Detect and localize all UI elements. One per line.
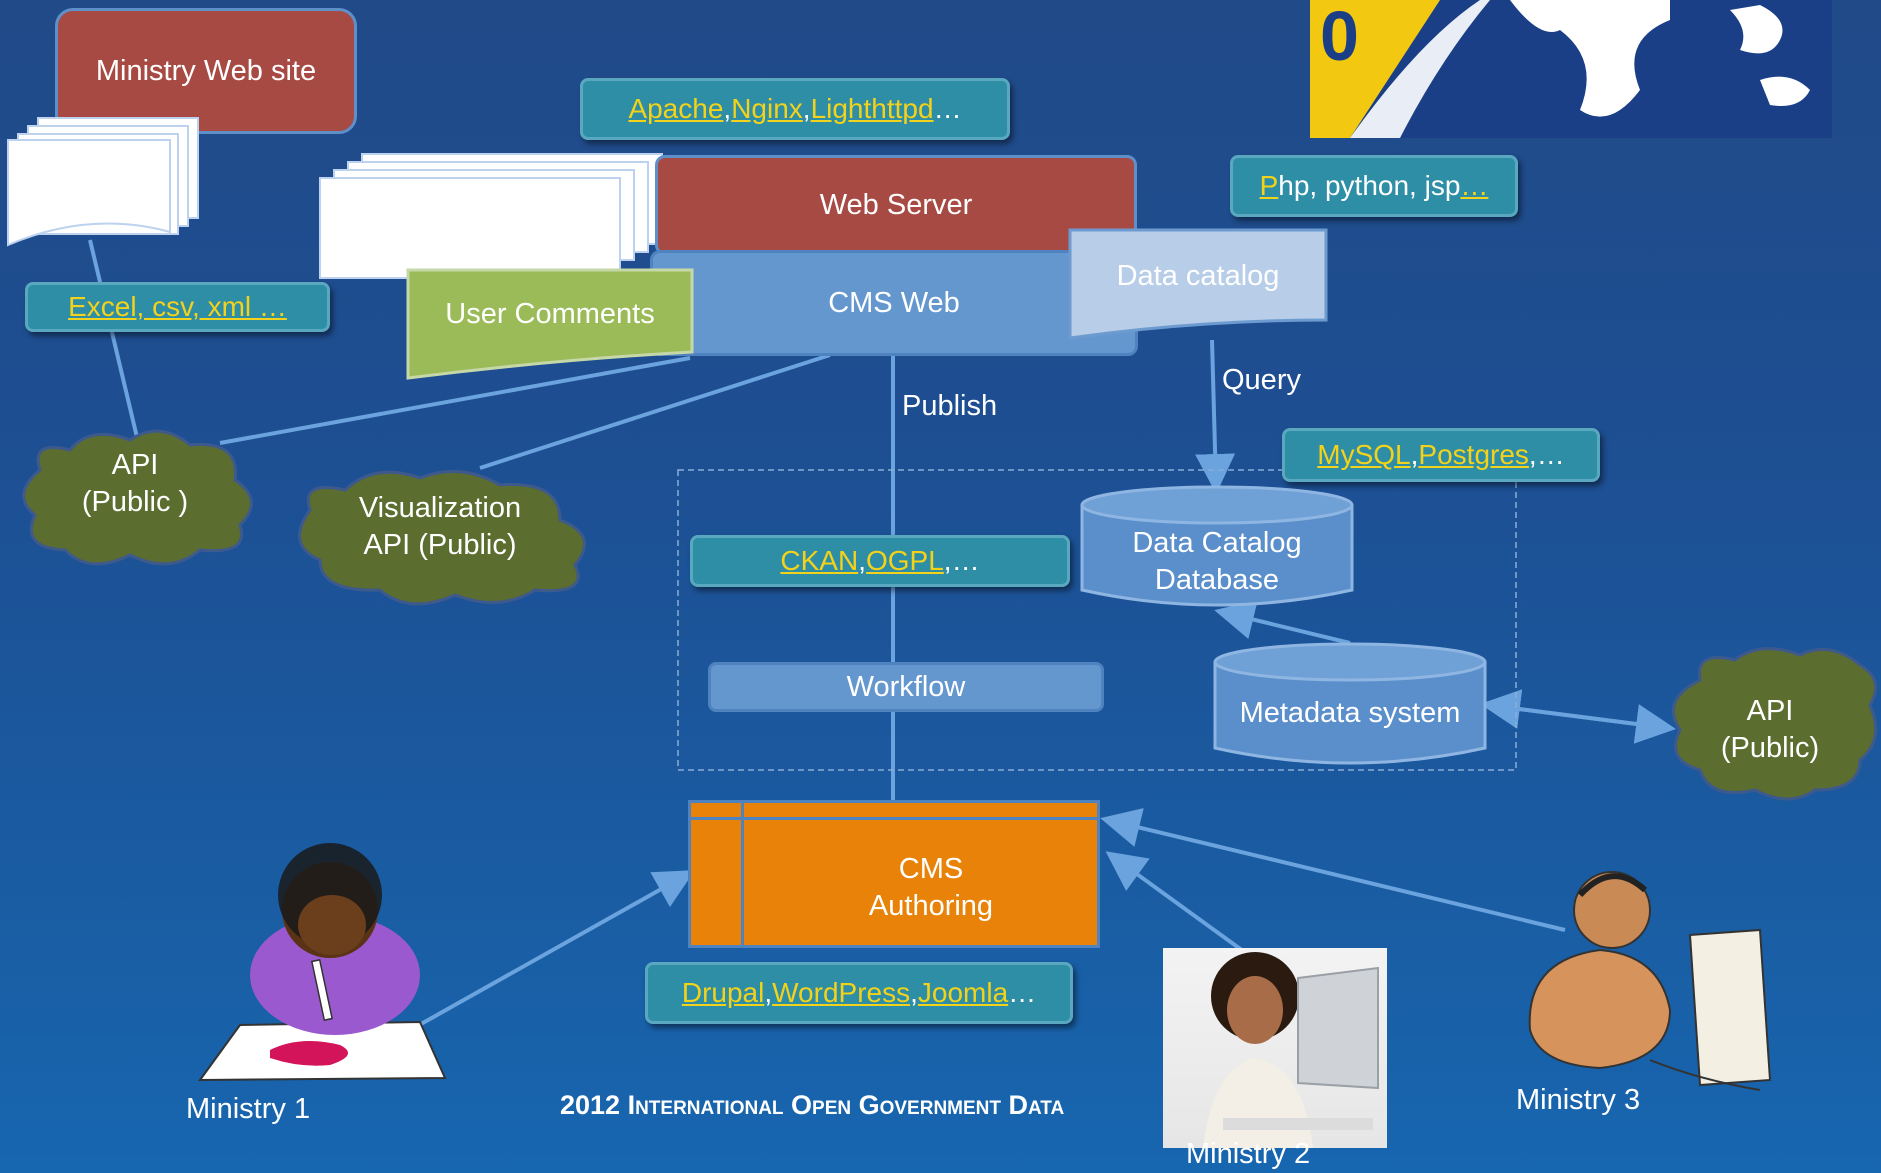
metadata-system-label: Metadata system <box>1239 697 1461 729</box>
ellipsis: … <box>933 93 962 124</box>
formats-callout: Excel, csv, xml … <box>25 282 330 332</box>
wordpress-link[interactable]: WordPress <box>772 977 911 1008</box>
sep: , <box>1410 439 1419 470</box>
formats-text[interactable]: Excel, csv, xml … <box>68 291 287 322</box>
world-map-image: 0 <box>1310 0 1832 138</box>
cms-web-label: CMS Web <box>828 286 960 319</box>
sep: , <box>858 545 866 576</box>
web-server-label: Web Server <box>819 188 973 221</box>
ellipsis: ,… <box>1528 439 1565 470</box>
postgres-link[interactable]: Postgres <box>1418 439 1529 470</box>
apache-link[interactable]: Apache <box>628 93 724 124</box>
arrow-ministry3 <box>1100 808 1566 932</box>
ministry-web-site-label: Ministry Web site <box>95 54 317 87</box>
ministry-1-label: Ministry 1 <box>186 1093 311 1125</box>
ministry-2-photo <box>1163 948 1387 1148</box>
ministry-3-label: Ministry 3 <box>1516 1084 1641 1116</box>
ellipsis: … <box>1008 977 1037 1008</box>
line-files-to-api <box>88 239 142 451</box>
arrow-ministry1 <box>404 870 695 1035</box>
joomla-link[interactable]: Joomla <box>917 977 1009 1008</box>
publish-label: Publish <box>902 390 998 422</box>
line-viz-to-cmsweb <box>479 353 831 470</box>
lighthttpd-link[interactable]: Lighthttpd <box>810 93 934 124</box>
ministry-2-label: Ministry 2 <box>1186 1138 1311 1170</box>
nginx-link[interactable]: Nginx <box>731 93 803 124</box>
query-label: Query <box>1222 364 1301 396</box>
web-server-box: Web Server <box>655 155 1137 255</box>
user-comments-label: User Comments <box>445 298 655 330</box>
ogpl-link[interactable]: OGPL <box>865 545 944 576</box>
mysql-link[interactable]: MySQL <box>1317 439 1411 470</box>
sep: , <box>802 93 811 124</box>
ministry-web-site-box: Ministry Web site <box>55 8 357 134</box>
php-link[interactable]: P <box>1259 170 1279 201</box>
visualization-api-label: Visualization API (Public) <box>358 492 522 562</box>
svg-text:0: 0 <box>1320 0 1359 75</box>
cloud-api-right <box>1671 647 1878 801</box>
ckan-link[interactable]: CKAN <box>780 545 859 576</box>
arrow-ministry2 <box>1105 851 1252 958</box>
drupal-link[interactable]: Drupal <box>681 977 765 1008</box>
workflow-label: Workflow <box>846 670 966 703</box>
line-api-to-usercomments <box>219 356 691 445</box>
databases-callout: MySQL, Postgres,… <box>1282 428 1600 482</box>
api-public-left-label: API (Public ) <box>81 449 189 519</box>
platform-boundary <box>677 469 1517 771</box>
arrow-api-to-metadata <box>1480 689 1669 730</box>
cms-authoring-box: CMS Authoring <box>688 800 1100 948</box>
catalogs-callout: CKAN, OGPL,… <box>690 535 1070 587</box>
footer-text: 2012 International Open Government Data <box>560 1090 1065 1120</box>
languages-more-link[interactable]: … <box>1460 170 1489 201</box>
api-public-right-label: API (Public) <box>1720 695 1820 765</box>
cloud-api-left <box>22 429 253 566</box>
web-servers-callout: Apache, Nginx, Lighthttpd … <box>580 78 1010 140</box>
ellipsis: ,… <box>943 545 980 576</box>
workflow-box: Workflow <box>708 662 1104 712</box>
languages-text: hp, python, jsp <box>1278 170 1461 201</box>
cms-platforms-callout: Drupal, WordPress, Joomla… <box>645 962 1073 1024</box>
cloud-visualization <box>298 469 586 606</box>
cms-authoring-sidebar <box>741 803 744 945</box>
cms-authoring-label: CMS Authoring <box>868 853 994 923</box>
sep: , <box>910 977 918 1008</box>
data-catalog-label: Data catalog <box>1116 260 1280 292</box>
cms-web-box: CMS Web <box>650 250 1138 356</box>
sep: , <box>723 93 732 124</box>
data-catalog-database-label: Data Catalog Database <box>1132 527 1302 597</box>
arrow-query <box>1195 339 1236 494</box>
cms-authoring-header <box>691 817 1097 820</box>
arrow-metadata-to-db <box>1214 600 1351 645</box>
sep: , <box>764 977 773 1008</box>
